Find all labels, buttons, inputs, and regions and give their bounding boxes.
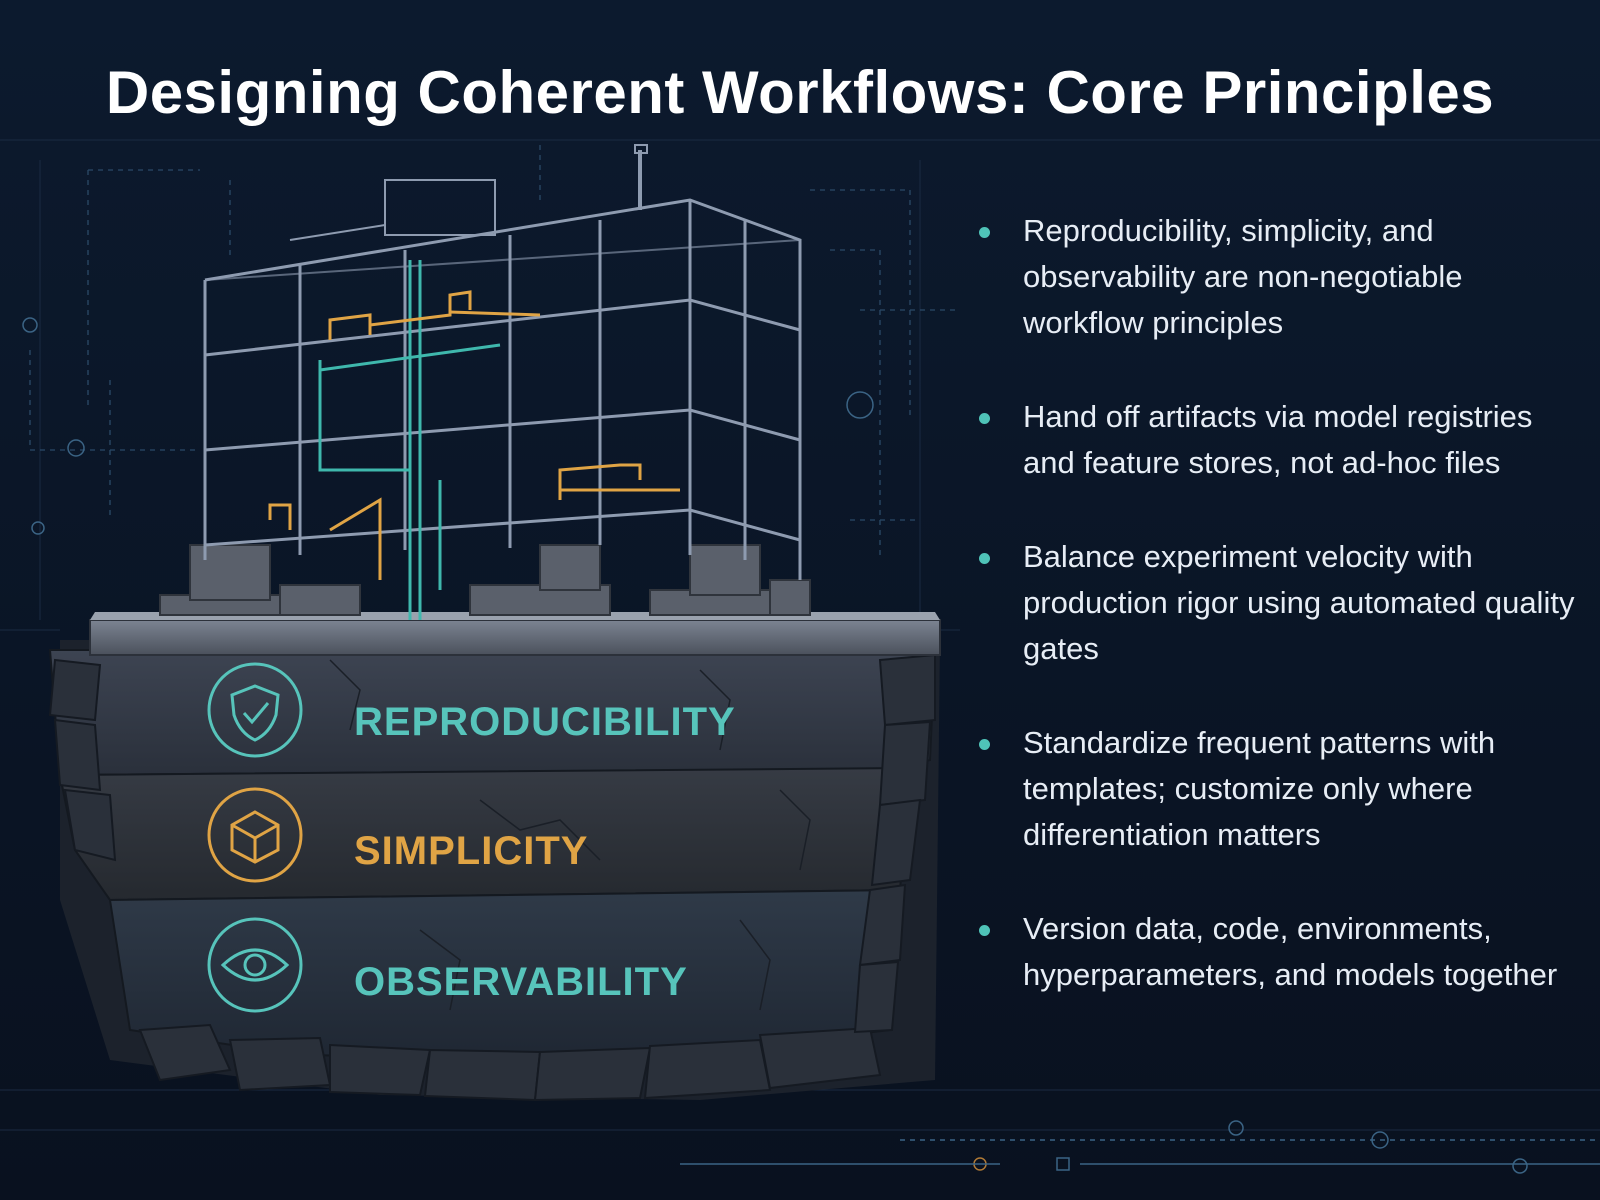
list-item: Version data, code, environments, hyperp… — [975, 906, 1575, 998]
list-item: Balance experiment velocity with product… — [975, 534, 1575, 672]
list-item: Reproducibility, simplicity, and observa… — [975, 208, 1575, 346]
cube-icon — [230, 810, 280, 864]
bullet-dot-icon — [979, 413, 990, 424]
pillar-label-reproducibility: REPRODUCIBILITY — [354, 700, 736, 744]
concrete-slab — [89, 612, 941, 656]
bullet-text: Version data, code, environments, hyperp… — [1023, 911, 1558, 992]
eye-icon-ring — [207, 917, 303, 1013]
slide-title: Designing Coherent Workflows: Core Princ… — [105, 59, 1495, 126]
cube-icon-ring — [207, 787, 303, 883]
dashed-guides — [29, 145, 960, 560]
bullet-text: Balance experiment velocity with product… — [1023, 539, 1575, 666]
bullet-dot-icon — [979, 739, 990, 750]
building-frame — [159, 144, 811, 616]
bullet-dot-icon — [979, 227, 990, 238]
pillar-label-observability: OBSERVABILITY — [354, 960, 688, 1004]
bullet-dot-icon — [979, 553, 990, 564]
bullet-text: Reproducibility, simplicity, and observa… — [1023, 213, 1463, 340]
bullet-dot-icon — [979, 925, 990, 936]
list-item: Standardize frequent patterns with templ… — [975, 720, 1575, 858]
eye-icon — [220, 948, 290, 982]
pillar-label-simplicity: SIMPLICITY — [354, 829, 589, 873]
foundation-layers — [48, 640, 940, 1102]
amber-pipes — [268, 290, 680, 580]
principles-list: Reproducibility, simplicity, and observa… — [975, 208, 1575, 1046]
pillar-icons — [207, 662, 303, 1013]
bullet-text: Hand off artifacts via model registries … — [1023, 399, 1533, 480]
shield-check-icon-ring — [207, 662, 303, 758]
guide-markers — [22, 317, 1600, 1174]
shield-check-icon — [230, 684, 280, 742]
list-item: Hand off artifacts via model registries … — [975, 394, 1575, 486]
bullet-text: Standardize frequent patterns with templ… — [1023, 725, 1496, 852]
